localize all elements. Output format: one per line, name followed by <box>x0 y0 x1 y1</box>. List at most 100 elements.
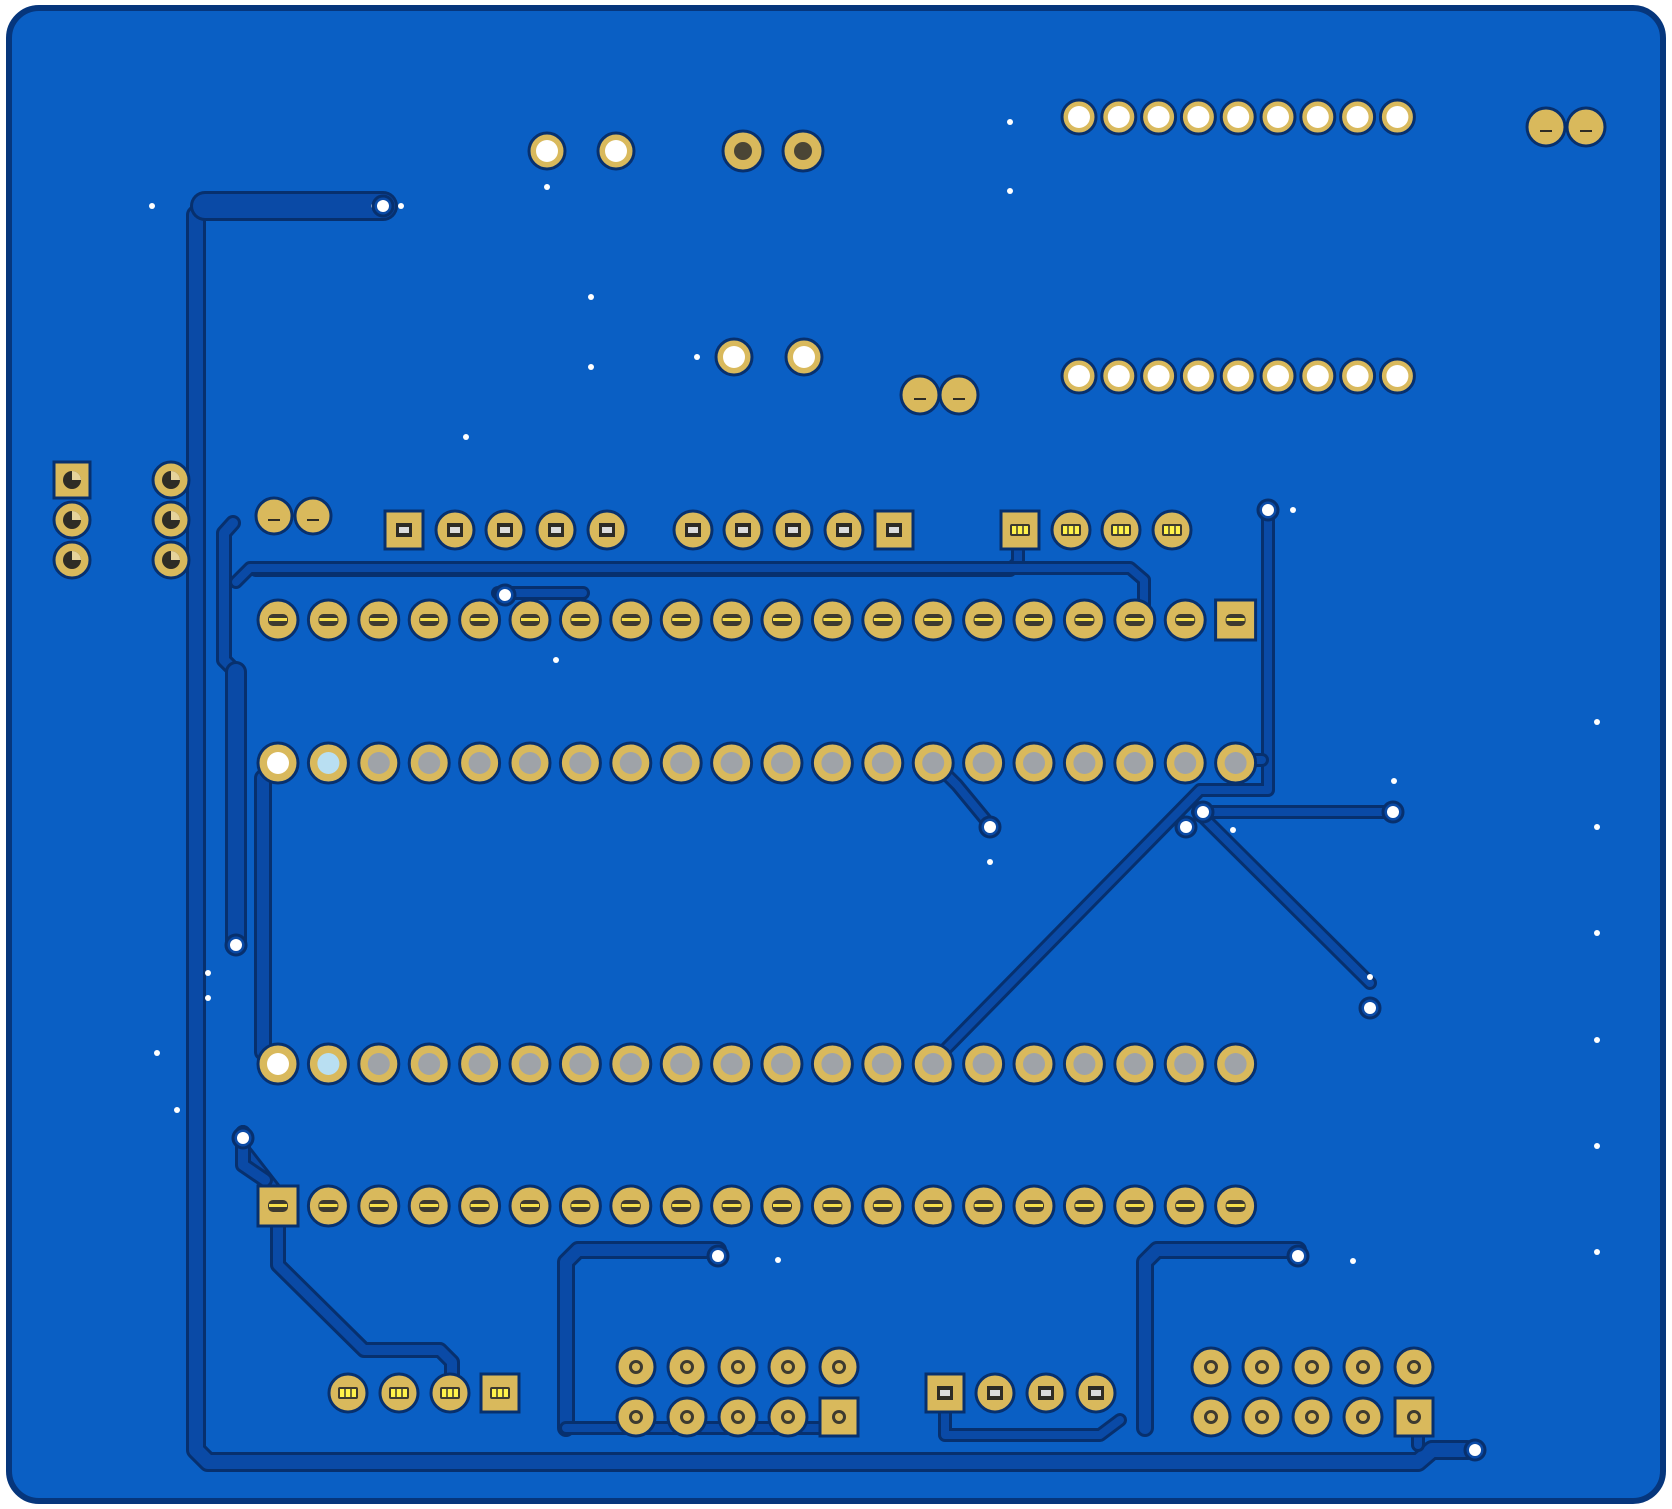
drill-highlight <box>688 527 698 533</box>
drill-inner <box>632 1413 640 1421</box>
drill <box>1174 752 1197 774</box>
oval-drill-highlight <box>1125 1204 1144 1207</box>
via <box>1262 504 1274 516</box>
drill-highlight <box>500 527 510 533</box>
drill-highlight <box>940 1390 950 1396</box>
drill <box>267 1053 289 1075</box>
drill <box>1187 365 1210 387</box>
drill-highlight <box>738 527 748 533</box>
drill-inner <box>1207 1363 1215 1371</box>
drill <box>367 1053 390 1075</box>
via <box>237 1132 249 1144</box>
via <box>775 1257 781 1263</box>
trace <box>232 564 1148 624</box>
drill <box>1306 365 1329 387</box>
drill <box>1267 365 1289 387</box>
drill-inner <box>1359 1363 1367 1371</box>
drill <box>1224 752 1247 774</box>
drill-inner <box>1359 1413 1367 1421</box>
connector-pad <box>254 496 294 536</box>
drill <box>317 1053 340 1075</box>
drill-inner <box>734 1413 742 1421</box>
slot-drill-highlight <box>1063 526 1079 534</box>
via <box>174 1107 180 1113</box>
oval-drill-highlight <box>319 1204 338 1207</box>
drill <box>367 752 390 774</box>
drill <box>922 1053 945 1075</box>
oval-drill-highlight <box>722 1204 741 1207</box>
via <box>1230 827 1236 833</box>
via <box>1594 824 1600 830</box>
drill <box>1107 365 1130 387</box>
slot-drill-highlight <box>1012 526 1028 534</box>
via <box>1007 188 1013 194</box>
drill-inner <box>1410 1413 1418 1421</box>
drill <box>871 1053 894 1075</box>
drill <box>771 752 793 774</box>
via <box>230 939 242 951</box>
trace <box>560 1244 724 1434</box>
connector-pad <box>938 374 980 416</box>
oval-drill-highlight <box>521 1204 539 1207</box>
drill <box>670 1053 693 1075</box>
drill <box>1227 365 1250 387</box>
trace <box>1194 808 1374 987</box>
drill <box>821 752 844 774</box>
via <box>205 995 211 1001</box>
drill-inner <box>1308 1363 1316 1371</box>
drill <box>1023 1053 1045 1075</box>
vias-layer <box>149 119 1600 1462</box>
oval-drill-highlight <box>773 1204 791 1207</box>
drill <box>1227 106 1250 128</box>
via <box>1594 930 1600 936</box>
drill-inner <box>632 1363 640 1371</box>
drill <box>1187 106 1210 128</box>
drill <box>1123 1053 1146 1075</box>
via <box>553 657 559 663</box>
drill <box>1147 106 1170 128</box>
oval-drill-highlight <box>621 1204 640 1207</box>
oval-drill-highlight <box>974 1204 993 1207</box>
oval-drill-highlight <box>823 1204 842 1207</box>
oval-drill-highlight <box>1176 1204 1195 1207</box>
via <box>1180 821 1192 833</box>
via <box>1594 1037 1600 1043</box>
drill <box>519 1053 541 1075</box>
drill <box>670 752 693 774</box>
via <box>1594 1249 1600 1255</box>
drill-inner <box>784 1363 792 1371</box>
oval-drill-highlight <box>1075 618 1094 621</box>
drill-quadrant <box>72 511 81 520</box>
drill <box>1346 106 1369 128</box>
via <box>544 184 550 190</box>
drill <box>519 752 541 774</box>
drill <box>619 1053 642 1075</box>
drill <box>723 346 745 368</box>
drill <box>1174 1053 1197 1075</box>
drill <box>317 752 340 774</box>
oval-drill-highlight <box>722 618 741 621</box>
drill-highlight <box>990 1390 1000 1396</box>
via <box>205 970 211 976</box>
oval-drill-highlight <box>1025 618 1043 621</box>
via <box>1594 719 1600 725</box>
oval-drill-highlight <box>1125 618 1144 621</box>
via <box>398 203 404 209</box>
via <box>987 859 993 865</box>
via <box>1350 1258 1356 1264</box>
via <box>1387 806 1399 818</box>
drill <box>267 752 289 774</box>
via <box>154 1050 160 1056</box>
oval-drill-highlight <box>1025 1204 1043 1207</box>
drill <box>1306 106 1329 128</box>
oval-drill-highlight <box>269 1204 287 1207</box>
drill-highlight <box>1041 1390 1051 1396</box>
drill <box>1068 106 1090 128</box>
slot-drill-highlight <box>1164 526 1180 534</box>
drill-highlight <box>399 527 409 533</box>
drill <box>1224 1053 1247 1075</box>
oval-drill-highlight <box>269 618 287 621</box>
trace <box>941 1391 1124 1439</box>
drill <box>418 752 441 774</box>
oval-drill-highlight <box>571 618 590 621</box>
